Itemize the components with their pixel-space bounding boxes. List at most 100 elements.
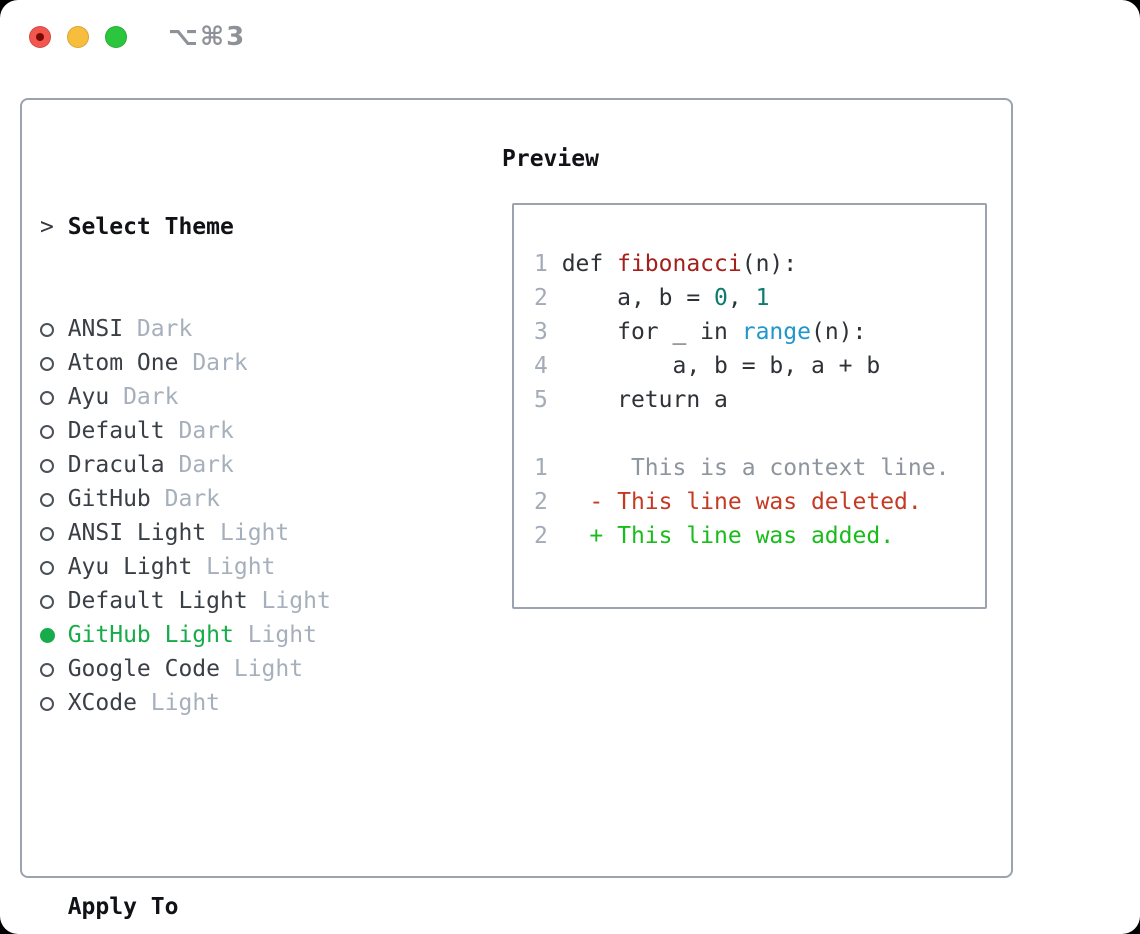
theme-item[interactable]: Dracula Dark	[40, 448, 428, 482]
radio-icon	[40, 550, 68, 584]
radio-icon	[40, 346, 68, 380]
open-circle-icon	[40, 561, 54, 575]
code-token: + This line was added.	[561, 523, 895, 549]
code-token: fibonacci	[617, 251, 742, 277]
close-button[interactable]	[29, 26, 51, 48]
option-label: Atom One	[67, 350, 179, 376]
code-line: 2 + This line was added.	[534, 519, 985, 553]
option-label: Google Code	[67, 656, 221, 682]
code-token: ,	[727, 285, 756, 311]
apply-to-label: Apply To	[67, 894, 179, 920]
code-token: (n):	[741, 251, 798, 277]
radio-icon	[40, 652, 68, 686]
select-theme-label: Select Theme	[67, 214, 234, 240]
line-number: 1	[534, 251, 548, 277]
code-token: a, b = b, a + b	[561, 353, 881, 379]
theme-variant-label: Dark	[178, 350, 248, 376]
theme-item[interactable]: Google Code Light	[40, 652, 428, 686]
radio-icon	[40, 482, 68, 516]
option-label: ANSI	[67, 316, 124, 342]
filled-circle-icon	[40, 628, 55, 643]
theme-item[interactable]: Atom One Dark	[40, 346, 428, 380]
radio-icon	[40, 448, 68, 482]
line-number: 5	[534, 387, 548, 413]
close-button-dot	[36, 33, 44, 41]
apply-to-header: Apply To	[40, 890, 428, 924]
open-circle-icon	[40, 323, 54, 337]
open-circle-icon	[40, 595, 54, 609]
theme-item[interactable]: Default Dark	[40, 414, 428, 448]
minimize-button[interactable]	[67, 26, 89, 48]
line-number: 4	[534, 353, 548, 379]
cursor-arrow: >	[40, 214, 54, 240]
line-number: 3	[534, 319, 548, 345]
theme-variant-label: Dark	[164, 452, 234, 478]
code-token: (n):	[810, 319, 867, 345]
code-token: a, b =	[561, 285, 715, 311]
code-token: return a	[561, 387, 728, 413]
radio-selected-icon	[40, 618, 68, 652]
line-number: 2	[534, 285, 548, 311]
option-label: XCode	[67, 690, 137, 716]
theme-item[interactable]: XCode Light	[40, 686, 428, 720]
window-title-shortcut: ⌥⌘3	[168, 22, 247, 52]
theme-item[interactable]: GitHub Dark	[40, 482, 428, 516]
open-circle-icon	[40, 663, 54, 677]
line-number: 2	[534, 523, 548, 549]
radio-icon	[40, 414, 68, 448]
theme-item[interactable]: ANSI Light Light	[40, 516, 428, 550]
option-label: Ayu Light	[67, 554, 193, 580]
code-token: for _ in	[561, 319, 742, 345]
theme-variant-label: Light	[220, 656, 304, 682]
option-label: ANSI Light	[67, 520, 207, 546]
preview-label: Preview	[502, 146, 599, 172]
code-token: range	[741, 319, 811, 345]
line-number: 2	[534, 489, 548, 515]
code-token: 1	[755, 285, 770, 311]
code-line: 1 def fibonacci(n):	[534, 247, 985, 281]
theme-variant-label: Dark	[164, 418, 234, 444]
theme-item[interactable]: Default Light Light	[40, 584, 428, 618]
code-line: 1 This is a context line.	[534, 451, 985, 485]
select-theme-header: > Select Theme	[40, 210, 428, 244]
open-circle-icon	[40, 527, 54, 541]
theme-item[interactable]: Ayu Dark	[40, 380, 428, 414]
code-line	[534, 417, 985, 451]
theme-item[interactable]: ANSI Dark	[40, 312, 428, 346]
radio-icon	[40, 584, 68, 618]
code-line: 2 a, b = 0, 1	[534, 281, 985, 315]
option-label: GitHub Light	[67, 622, 234, 648]
spacer	[40, 788, 428, 822]
zoom-button[interactable]	[105, 26, 127, 48]
line-number: 1	[534, 455, 548, 481]
theme-item[interactable]: Ayu Light Light	[40, 550, 428, 584]
option-label: GitHub	[67, 486, 151, 512]
theme-variant-label: Light	[136, 690, 221, 716]
preview-header: Preview	[502, 142, 599, 176]
open-circle-icon	[40, 697, 54, 711]
theme-variant-label: Light	[247, 588, 331, 614]
code-token: This is a context line.	[561, 455, 950, 481]
option-label: Default	[67, 418, 165, 444]
code-token: 0	[714, 285, 728, 311]
theme-variant-label: Dark	[123, 316, 193, 342]
theme-variant-label: Light	[233, 622, 317, 648]
theme-variant-label: Dark	[150, 486, 221, 512]
code-token: - This line was deleted.	[561, 489, 922, 515]
code-line: 2 - This line was deleted.	[534, 485, 985, 519]
theme-item[interactable]: GitHub Light Light	[40, 618, 428, 652]
option-label: Ayu	[67, 384, 110, 410]
code-line: 5 return a	[534, 383, 985, 417]
open-circle-icon	[40, 357, 54, 371]
option-label: Default Light	[67, 588, 248, 614]
theme-variant-label: Light	[206, 520, 290, 546]
option-label: Dracula	[67, 452, 165, 478]
code-line: 4 a, b = b, a + b	[534, 349, 985, 383]
radio-icon	[40, 686, 68, 720]
